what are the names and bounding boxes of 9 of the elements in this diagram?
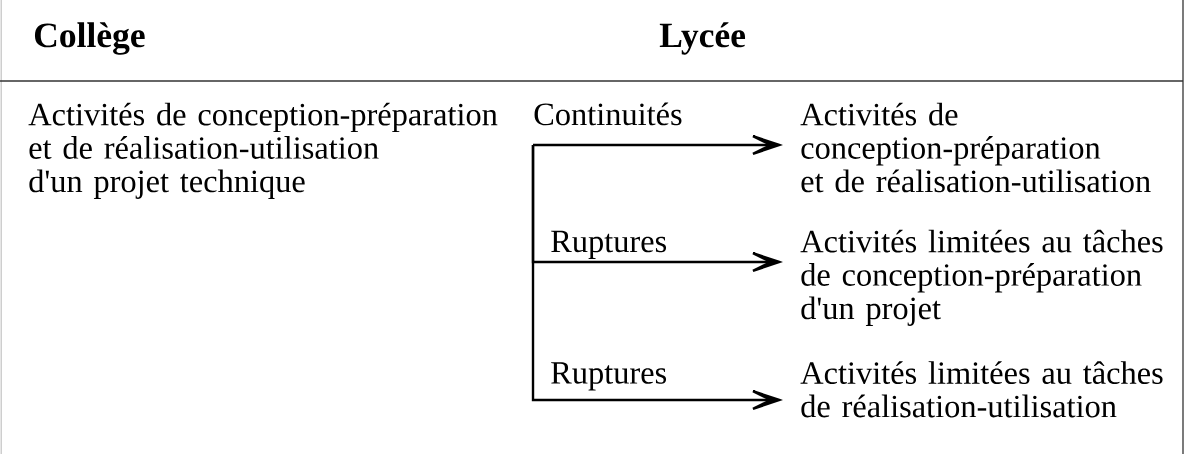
activity-text: Activités limitées au tâches de conception-préparation d'un projet <box>800 229 1163 326</box>
activity-text: Activités de conception-préparation et de réalisation-utilisation <box>800 102 1151 193</box>
activity-text: Activités limitées au tâches de réalisation-utilisation <box>800 361 1163 418</box>
edge-label: Continuités <box>533 102 683 126</box>
column-header: Lycée <box>659 22 746 55</box>
edge-label: Ruptures <box>550 362 668 391</box>
edge-label: Ruptures <box>550 230 668 259</box>
column-header: Collège <box>34 22 145 55</box>
activity-text: Activités de conception-préparation et de réalisation-utilisation d'un projet technique <box>28 102 498 199</box>
